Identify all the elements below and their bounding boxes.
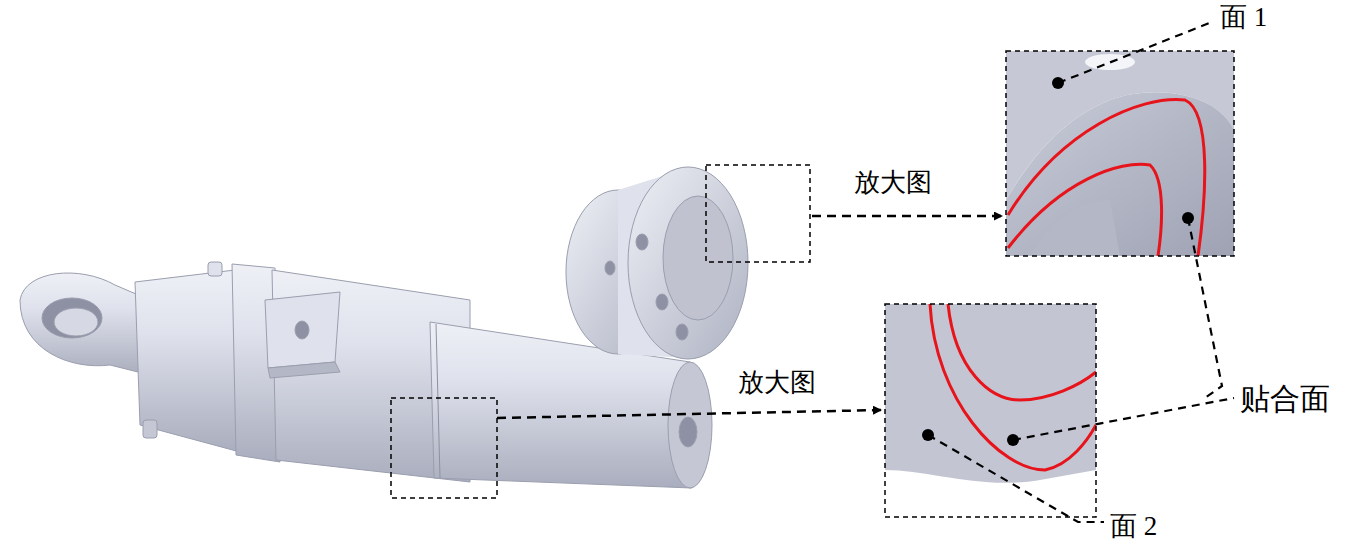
callout-label: 面 1 [1218, 2, 1269, 33]
zoom-box [885, 304, 1096, 517]
ring-part [566, 167, 748, 359]
leader-line [928, 22, 1234, 522]
callout-label: 放大图 [852, 168, 934, 198]
leader-dot [922, 77, 1194, 446]
zoom-source-box [391, 398, 497, 498]
callout-label: 面 2 [1108, 511, 1159, 542]
callout-label: 贴合面 [1238, 382, 1332, 417]
callout-label: 放大图 [736, 368, 818, 398]
zoom-source-box [706, 165, 810, 262]
zoom-arrow [497, 410, 882, 418]
zoom-view [885, 304, 1096, 517]
zoom-box [1006, 51, 1234, 256]
zoom-view [1006, 51, 1234, 256]
zoom-arrow [812, 215, 1003, 218]
